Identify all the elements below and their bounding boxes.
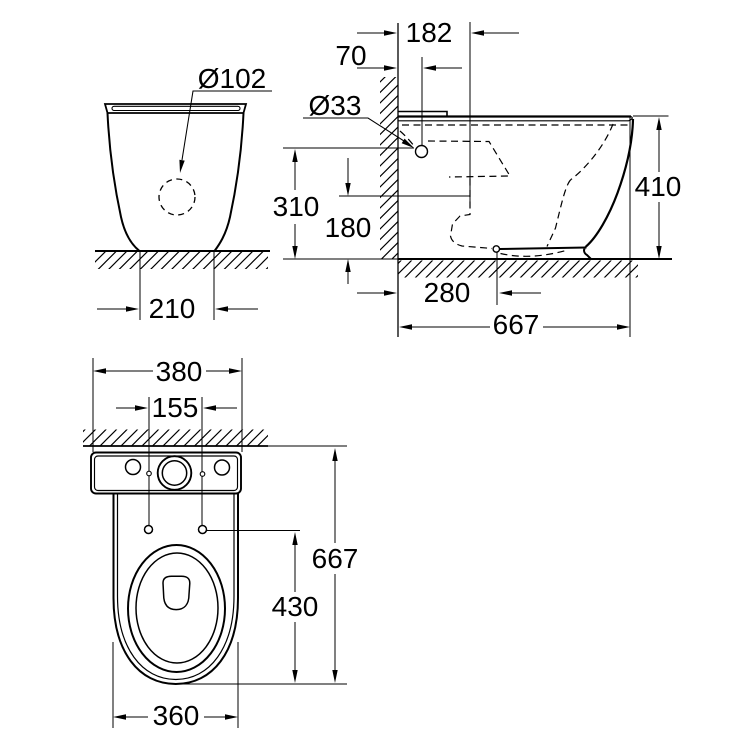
plan-view: 380 155 667 430 360 — [83, 356, 358, 731]
arrowhead — [399, 324, 412, 330]
dim-label-bowl-width: 360 — [153, 700, 200, 731]
rim-lower-line — [398, 115, 633, 122]
cistern-inner-outline — [93, 455, 239, 492]
arrowhead — [384, 290, 397, 296]
arrowhead — [135, 405, 148, 411]
cistern-pin-left — [146, 470, 152, 477]
extension-lines-210 — [139, 252, 215, 320]
body-inner-outline — [116, 493, 235, 681]
leader-arrowhead-inlet — [401, 138, 414, 148]
arrowhead — [656, 246, 662, 259]
front-curve — [585, 118, 635, 248]
leader-line-inlet — [303, 117, 405, 142]
hidden-base-arc — [500, 249, 568, 257]
leader-line-outlet — [181, 90, 272, 161]
body-right-outline — [213, 112, 245, 252]
arrowhead — [423, 65, 436, 71]
dim-label-overall-length: 667 — [312, 543, 359, 574]
wall-hatch — [380, 77, 398, 259]
extension-lines-360 — [112, 642, 239, 728]
foot-outline — [499, 245, 593, 261]
arrowhead — [656, 117, 662, 130]
cistern-lid-outline — [103, 103, 248, 114]
dim-label-wall-to-inlet: 70 — [335, 40, 366, 71]
wall-hatch — [83, 429, 268, 446]
dim-label-inlet-diameter: Ø33 — [309, 90, 362, 121]
drain-circle — [492, 245, 501, 253]
dim-label-outlet-diameter: Ø102 — [198, 63, 267, 94]
arrowhead — [292, 246, 298, 259]
arrowhead — [225, 714, 238, 720]
arrowhead — [471, 30, 484, 36]
arrowhead — [215, 306, 228, 312]
fixing-hole-left — [143, 524, 154, 535]
hidden-inlet-curve — [399, 130, 415, 147]
hidden-flush-channel — [427, 140, 512, 178]
cistern-right-hole — [213, 459, 231, 476]
fixing-hole-right — [197, 524, 208, 535]
floor-hatch — [95, 252, 268, 269]
rim-back-step — [398, 110, 448, 116]
flush-valve-outer-circle — [156, 455, 193, 491]
dim-label-mid-height: 180 — [325, 212, 372, 243]
hidden-trap-outline — [449, 178, 493, 250]
arrowhead — [345, 183, 351, 196]
arrowhead — [113, 714, 126, 720]
dim-label-cistern-width: 380 — [156, 356, 203, 387]
arrowhead — [203, 405, 216, 411]
hidden-bowl-rim — [570, 123, 614, 180]
cistern-lid-inner-line — [111, 105, 241, 112]
dim-label-wall-to-fixing: 182 — [406, 17, 453, 48]
body-left-outline — [106, 112, 141, 252]
outlet-hidden-circle — [158, 178, 196, 216]
arrowhead — [332, 670, 338, 683]
dim-label-inlet-height: 310 — [273, 191, 320, 222]
arrowhead — [126, 306, 139, 312]
arrowhead — [292, 670, 298, 683]
floor-hatch — [398, 260, 638, 278]
arrowhead — [384, 65, 397, 71]
cistern-outer-outline — [90, 451, 242, 495]
arrowhead — [617, 324, 630, 330]
seat-inner-ring — [135, 552, 219, 664]
leader-arrowhead-outlet — [179, 159, 185, 173]
dim-label-wall-to-drain: 280 — [424, 277, 471, 308]
dim-label-fixing-hole-spacing: 155 — [152, 392, 199, 423]
arrowhead — [93, 368, 106, 374]
dim-label-fixing-to-front: 430 — [272, 591, 319, 622]
seat-outer-ring — [127, 544, 226, 673]
arrowhead — [292, 532, 298, 545]
arrowhead — [229, 368, 242, 374]
dim-label-overall-height: 410 — [635, 171, 682, 202]
arrowhead — [499, 290, 512, 296]
arrowhead — [384, 30, 397, 36]
dim-label-foot-width: 210 — [149, 293, 196, 324]
inlet-hole-circle — [414, 144, 429, 159]
arrowhead — [332, 448, 338, 461]
hidden-bowl-front — [546, 179, 572, 247]
extension-lines-380 — [92, 358, 243, 452]
cistern-left-hole — [124, 458, 142, 476]
extension-lines-155 — [148, 397, 203, 526]
flush-outlet-shape — [162, 575, 191, 611]
cistern-pin-right — [199, 471, 206, 477]
side-view: 182 70 Ø33 310 180 280 667 410 — [273, 17, 682, 340]
flush-valve-inner-circle — [161, 460, 188, 486]
front-view: Ø102 210 — [95, 63, 272, 324]
arrowhead — [345, 259, 351, 272]
dim-label-overall-depth: 667 — [493, 309, 540, 340]
arrowhead — [292, 149, 298, 162]
